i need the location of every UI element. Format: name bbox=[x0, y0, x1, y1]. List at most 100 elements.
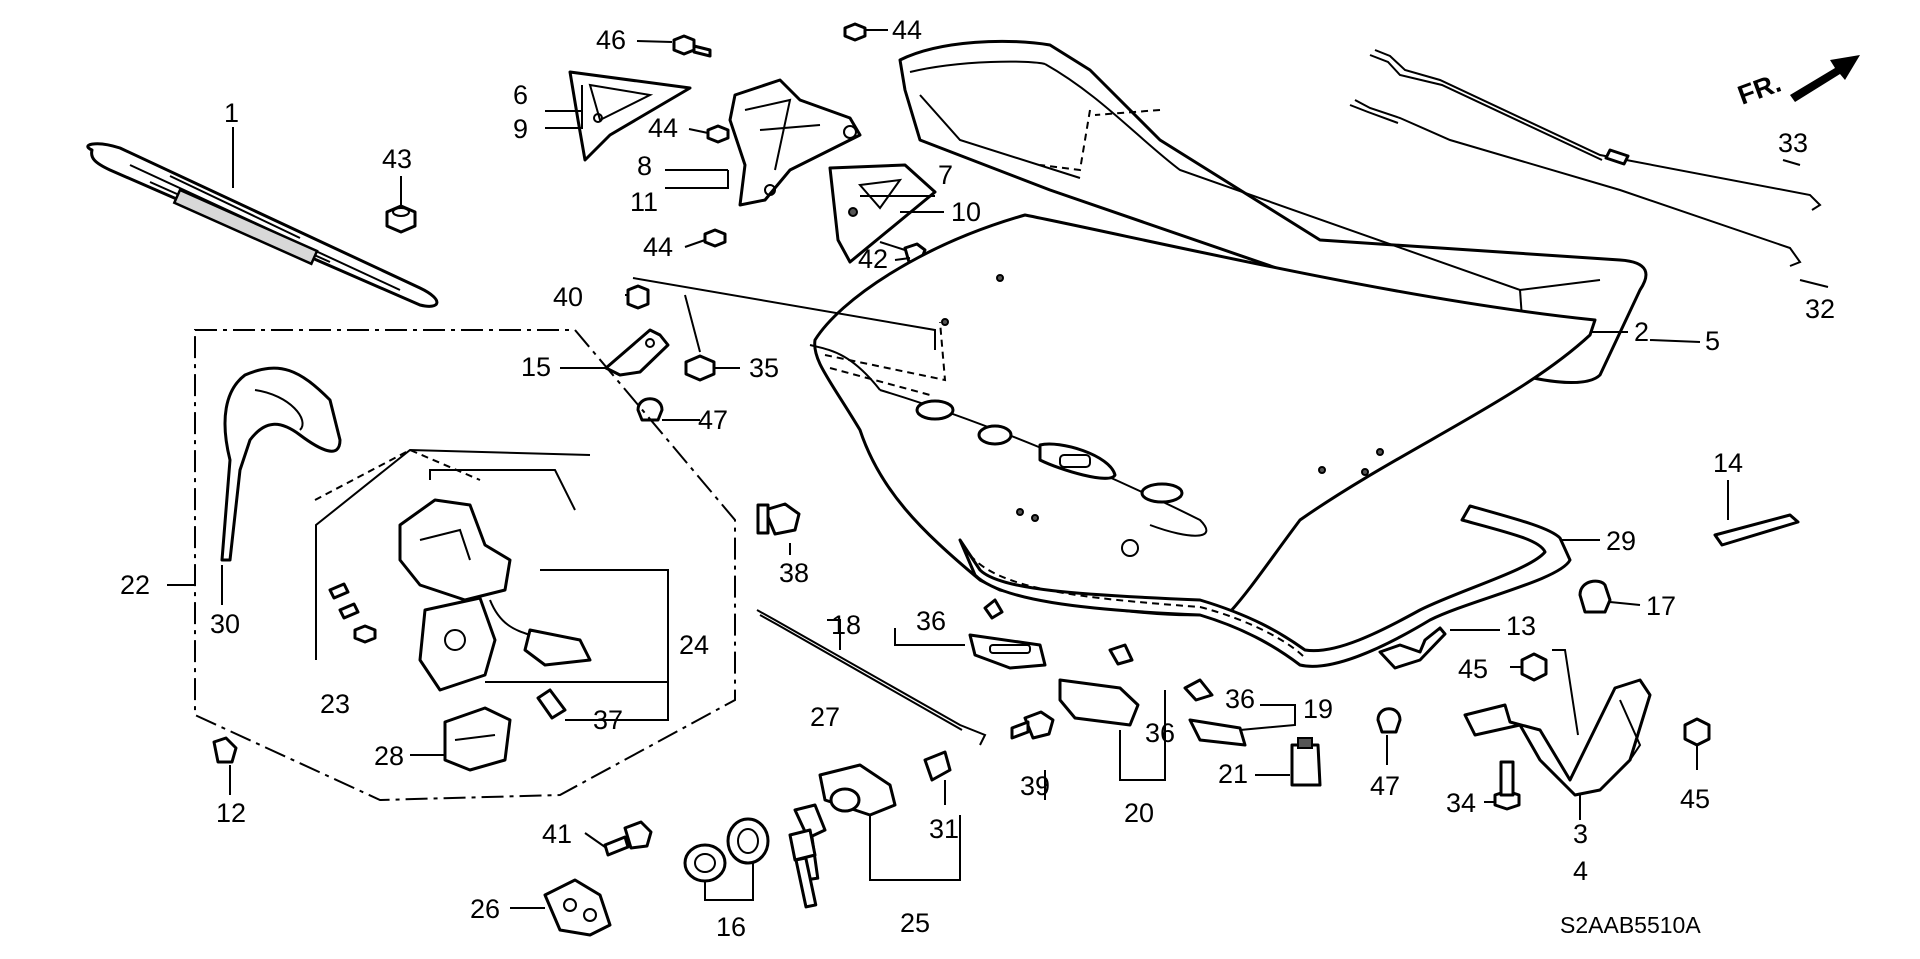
part-46-bolt bbox=[672, 34, 712, 58]
part-19-pad bbox=[1188, 718, 1247, 747]
callout-38: 38 bbox=[779, 558, 809, 588]
part-44-nut-top bbox=[843, 22, 867, 42]
front-direction-arrow: FR. bbox=[1734, 55, 1860, 111]
part-44-nut-mid bbox=[706, 124, 730, 144]
part-37-clip bbox=[536, 688, 567, 720]
part-26-bracket bbox=[543, 878, 612, 937]
part-40-bolt bbox=[626, 284, 650, 310]
callout-8: 8 bbox=[637, 151, 652, 181]
callout-30: 30 bbox=[210, 609, 240, 639]
part-29-weatherstrip bbox=[958, 504, 1572, 668]
part-12-clip bbox=[212, 736, 238, 764]
callout-39: 39 bbox=[1020, 771, 1050, 801]
part-5-spoiler bbox=[898, 39, 1648, 384]
callout-11: 11 bbox=[630, 187, 658, 217]
part-35-nut bbox=[684, 354, 716, 382]
callout-34: 34 bbox=[1446, 788, 1476, 818]
callout-14: 14 bbox=[1713, 448, 1743, 478]
callout-25: 25 bbox=[900, 908, 930, 938]
callout-24: 24 bbox=[679, 630, 709, 660]
direction-label: FR. bbox=[1734, 68, 1785, 111]
callout-17: 17 bbox=[1646, 591, 1676, 621]
callout-26: 26 bbox=[470, 894, 500, 924]
callout-20: 20 bbox=[1124, 798, 1154, 828]
callout-36b: 36 bbox=[1145, 718, 1175, 748]
callout-47: 47 bbox=[698, 405, 728, 435]
callout-44: 44 bbox=[892, 15, 922, 45]
part-8-11-hinge bbox=[728, 78, 862, 207]
part-23-screws bbox=[328, 582, 377, 644]
callout-4: 4 bbox=[1573, 856, 1588, 886]
part-13-bracket bbox=[1378, 626, 1447, 670]
part-16-bezel bbox=[683, 817, 770, 883]
callout-3: 3 bbox=[1573, 819, 1588, 849]
part-1-stop-light bbox=[86, 142, 439, 308]
part-39-bolt bbox=[1010, 710, 1055, 740]
diagram-code: S2AAB5510A bbox=[1560, 912, 1701, 938]
callout-47b: 47 bbox=[1370, 771, 1400, 801]
callout-12: 12 bbox=[216, 798, 246, 828]
part-3-4-hinge bbox=[1463, 678, 1652, 797]
callout-15: 15 bbox=[521, 352, 551, 382]
callout-32: 32 bbox=[1805, 294, 1835, 324]
callout-1: 1 bbox=[224, 98, 239, 128]
callout-29: 29 bbox=[1606, 526, 1636, 556]
callout-6: 6 bbox=[513, 80, 528, 110]
callout-13: 13 bbox=[1506, 611, 1536, 641]
part-45-nut-right bbox=[1683, 717, 1711, 747]
callout-43: 43 bbox=[382, 144, 412, 174]
callout-42: 42 bbox=[858, 244, 888, 274]
callout-31: 31 bbox=[929, 814, 959, 844]
leader-lines bbox=[167, 29, 1829, 909]
callout-45: 45 bbox=[1458, 654, 1488, 684]
part-18-36-handle bbox=[968, 598, 1047, 670]
callout-28: 28 bbox=[374, 741, 404, 771]
callout-10: 10 bbox=[951, 197, 981, 227]
group-23-bracket bbox=[315, 448, 591, 660]
part-45-nut-left bbox=[1520, 652, 1548, 682]
callout-45b: 45 bbox=[1680, 784, 1710, 814]
callout-46: 46 bbox=[596, 25, 626, 55]
part-43-nut bbox=[385, 204, 417, 234]
callout-5: 5 bbox=[1705, 326, 1720, 356]
part-32-33-opener-cables bbox=[1349, 49, 1822, 267]
callout-2: 2 bbox=[1634, 317, 1649, 347]
callout-36c: 36 bbox=[1225, 684, 1255, 714]
callout-36: 36 bbox=[916, 606, 946, 636]
part-22-30-cover bbox=[220, 366, 342, 562]
part-14-clip bbox=[1713, 513, 1800, 547]
part-28-cover bbox=[443, 706, 512, 772]
part-38-bolt bbox=[756, 502, 801, 536]
part-31-clip bbox=[923, 750, 952, 782]
callout-44c: 44 bbox=[643, 232, 673, 262]
callout-7: 7 bbox=[938, 160, 953, 190]
part-21-bumper bbox=[1290, 737, 1322, 787]
part-47-grommet-upper bbox=[636, 397, 664, 422]
callout-37: 37 bbox=[593, 705, 623, 735]
callout-33: 33 bbox=[1778, 128, 1808, 158]
callout-40: 40 bbox=[553, 282, 583, 312]
callout-23: 23 bbox=[320, 689, 350, 719]
part-47-grommet bbox=[1376, 707, 1402, 734]
callout-44b: 44 bbox=[648, 113, 678, 143]
part-44-nut-low bbox=[703, 228, 727, 248]
callout-41: 41 bbox=[542, 819, 572, 849]
part-25-lock-cylinder bbox=[788, 763, 897, 909]
callout-21: 21 bbox=[1218, 759, 1248, 789]
callout-19: 19 bbox=[1303, 694, 1333, 724]
part-34-bolt bbox=[1493, 760, 1521, 811]
part-27-rod bbox=[756, 609, 987, 746]
callout-35: 35 bbox=[749, 353, 779, 383]
part-20-handle bbox=[1058, 643, 1214, 727]
lock-group-outline bbox=[194, 329, 736, 802]
part-24-latch bbox=[398, 498, 592, 692]
callout-9: 9 bbox=[513, 114, 528, 144]
callout-18: 18 bbox=[831, 610, 861, 640]
callout-27: 27 bbox=[810, 702, 840, 732]
callout-labels: 1 2 3 4 5 6 7 8 9 10 11 12 13 14 15 16 1… bbox=[120, 15, 1835, 942]
part-17-bumper bbox=[1578, 579, 1612, 614]
part-15-bracket bbox=[604, 328, 670, 377]
callout-22: 22 bbox=[120, 570, 150, 600]
part-41-bolt bbox=[603, 820, 653, 857]
